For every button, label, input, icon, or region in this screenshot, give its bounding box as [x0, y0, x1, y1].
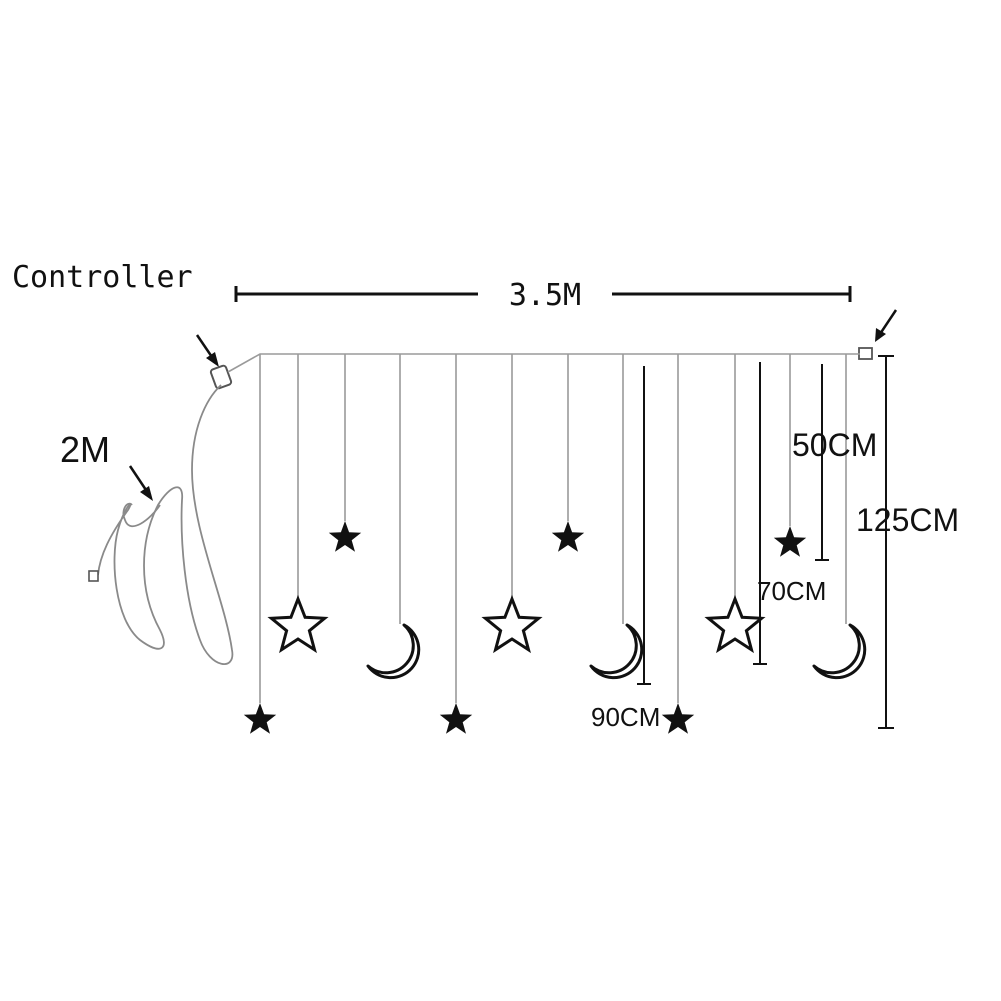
end-connector-arrow	[875, 309, 898, 342]
filled-star-icon	[661, 703, 695, 734]
filled-star-icon	[551, 521, 585, 552]
strand-10	[704, 354, 766, 654]
main-wire	[227, 353, 860, 373]
controller-label: Controller	[12, 260, 193, 295]
strand-1	[243, 354, 277, 734]
power-plug	[88, 570, 99, 582]
strand-8	[589, 354, 644, 680]
dimension-125cm	[878, 355, 894, 729]
controller-arrow	[195, 334, 219, 367]
strands	[243, 354, 867, 734]
outline-star-icon	[267, 594, 329, 654]
controller-box	[209, 364, 233, 390]
outline-star-icon	[704, 594, 766, 654]
label-50cm: 50CM	[792, 427, 877, 463]
label-125cm: 125CM	[856, 502, 959, 538]
dimension-50cm	[815, 364, 829, 561]
label-90cm: 90CM	[591, 702, 660, 732]
strand-2	[267, 354, 329, 654]
strand-11	[773, 354, 807, 557]
crescent-moon-icon	[812, 623, 867, 680]
crescent-moon-icon	[589, 623, 644, 680]
filled-star-icon	[243, 703, 277, 734]
strand-7	[551, 354, 585, 552]
end-connector	[858, 347, 873, 360]
strand-9	[661, 354, 695, 734]
strand-5	[439, 354, 473, 734]
width-dimension	[234, 286, 852, 302]
outline-star-icon	[481, 594, 543, 654]
label-70cm: 70CM	[757, 576, 826, 606]
filled-star-icon	[439, 703, 473, 734]
strand-6	[481, 354, 543, 654]
strand-3	[328, 354, 362, 552]
crescent-moon-icon	[366, 623, 421, 680]
strand-4	[366, 354, 421, 680]
dimension-90cm	[637, 366, 651, 685]
dimension-70cm	[753, 362, 767, 665]
power-lead-cable	[97, 384, 234, 665]
filled-star-icon	[773, 526, 807, 557]
width-label: 3.5M	[509, 278, 581, 313]
power-lead-cable-2	[122, 502, 161, 527]
lead-length-label: 2M	[60, 429, 110, 470]
strand-12	[812, 354, 867, 680]
lead-arrow	[128, 465, 153, 501]
filled-star-icon	[328, 521, 362, 552]
